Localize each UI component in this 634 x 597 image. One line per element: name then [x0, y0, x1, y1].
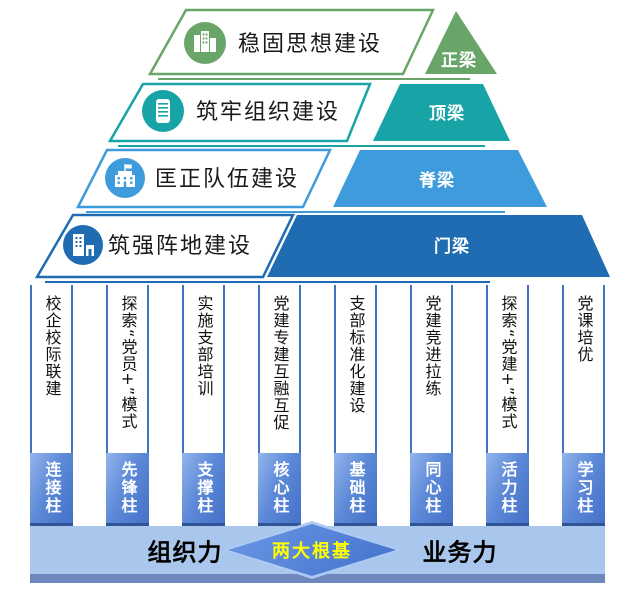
pillar-5-body: 支部标准化建设: [334, 285, 377, 453]
pillar-2-text: 探索“党员+”模式: [118, 295, 138, 430]
level-4-title: 筑强阵地建设: [108, 234, 252, 259]
level-4-beam-shape: [267, 215, 610, 277]
two-foundations-diamond: 两大根基: [224, 521, 400, 579]
level-2-title: 筑牢组织建设: [196, 100, 340, 125]
level-1-beam-shape: [425, 11, 497, 74]
pillar-3-base: 支撑柱: [182, 453, 225, 526]
level-1-title: 稳固思想建设: [238, 32, 382, 57]
pillar-1: 校企校际联建 连接柱: [30, 285, 73, 526]
pillar-8-body: 党课培优: [562, 285, 605, 453]
pillar-2: 探索“党员+”模式 先锋柱: [106, 285, 149, 526]
pillar-1-base-label: 连接柱: [42, 461, 62, 515]
foundation-bar: 组织力 两大根基 业务力: [30, 521, 605, 583]
school-windows: [117, 177, 133, 187]
pillar-8-base-label: 学习柱: [574, 461, 594, 515]
pillar-row: 校企校际联建 连接柱 探索“党员+”模式 先锋柱 实施支部培训 支撑柱: [30, 285, 605, 526]
level-3-title: 匡正队伍建设: [155, 167, 299, 192]
pyramid-level-3: 匡正队伍建设 脊梁: [75, 148, 547, 213]
pillar-3-text: 实施支部培训: [194, 295, 214, 397]
two-foundations-label: 两大根基: [272, 541, 352, 562]
level-4-tag: 门梁: [434, 236, 470, 257]
pillar-8: 党课培优 学习柱: [562, 285, 605, 526]
pillar-3-body: 实施支部培训: [182, 285, 225, 453]
pillar-5-base-label: 基础柱: [346, 461, 366, 515]
level-4-panel: [34, 213, 295, 279]
level-3-beam-shape: [333, 150, 547, 207]
pillar-7-text: 探索“党建+”模式: [498, 295, 518, 430]
organization-power-label: 组织力: [147, 538, 223, 567]
city-buildings-icon: [194, 31, 216, 52]
business-power-label: 业务力: [422, 538, 498, 567]
pillar-5-base: 基础柱: [334, 453, 377, 526]
pillar-2-base: 先锋柱: [106, 453, 149, 526]
pillar-4-text: 党建专建互融互促: [270, 295, 290, 431]
pillar-7-base-label: 活力柱: [498, 461, 518, 515]
pillar-7: 探索“党建+”模式 活力柱: [486, 285, 529, 526]
pillar-6-base: 同心柱: [410, 453, 453, 526]
pyramid-graphic: 稳固思想建设 正梁 筑牢组织建设 顶梁: [34, 8, 610, 283]
level-3-panel: [75, 148, 332, 209]
pyramid-level-4: 筑强阵地建设 门梁: [34, 213, 610, 283]
pillar-7-body: 探索“党建+”模式: [486, 285, 529, 453]
pillar-5-text: 支部标准化建设: [346, 295, 366, 414]
tower-floors: [158, 103, 168, 117]
level-3-tag: 脊梁: [418, 170, 455, 191]
pillar-3-base-label: 支撑柱: [194, 461, 214, 515]
pillar-2-base-label: 先锋柱: [118, 461, 138, 515]
pillar-6-body: 党建竞进拉练: [410, 285, 453, 453]
office-windows: [75, 237, 92, 256]
pillar-2-body: 探索“党员+”模式: [106, 285, 149, 453]
pillar-6-base-label: 同心柱: [422, 461, 442, 515]
pillar-4-body: 党建专建互融互促: [258, 285, 301, 453]
pyramid-level-1: 稳固思想建设 正梁: [147, 8, 497, 80]
school-flag-icon: [115, 164, 135, 187]
city-windows: [202, 33, 208, 44]
pillar-4: 党建专建互融互促 核心柱: [258, 285, 301, 526]
pillar-3: 实施支部培训 支撑柱: [182, 285, 225, 526]
level-1-panel: [147, 8, 435, 76]
level-2-beam-shape: [373, 84, 510, 141]
pyramid-level-2: 筑牢组织建设 顶梁: [107, 82, 510, 147]
office-buildings-icon: [73, 234, 94, 256]
pillar-1-body: 校企校际联建: [30, 285, 73, 453]
pillar-1-text: 校企校际联建: [42, 295, 62, 397]
pillar-4-base-label: 核心柱: [270, 461, 290, 515]
pillar-8-text: 党课培优: [574, 295, 594, 363]
pillar-1-base: 连接柱: [30, 453, 73, 526]
pillar-4-base: 核心柱: [258, 453, 301, 526]
pillar-5: 支部标准化建设 基础柱: [334, 285, 377, 526]
tower-building-icon: [156, 99, 170, 123]
pillar-6: 党建竞进拉练 同心柱: [410, 285, 453, 526]
pillar-6-text: 党建竞进拉练: [422, 295, 442, 397]
pillar-8-base: 学习柱: [562, 453, 605, 526]
pillar-7-base: 活力柱: [486, 453, 529, 526]
level-1-tag: 正梁: [441, 50, 477, 71]
level-2-tag: 顶梁: [429, 103, 465, 124]
